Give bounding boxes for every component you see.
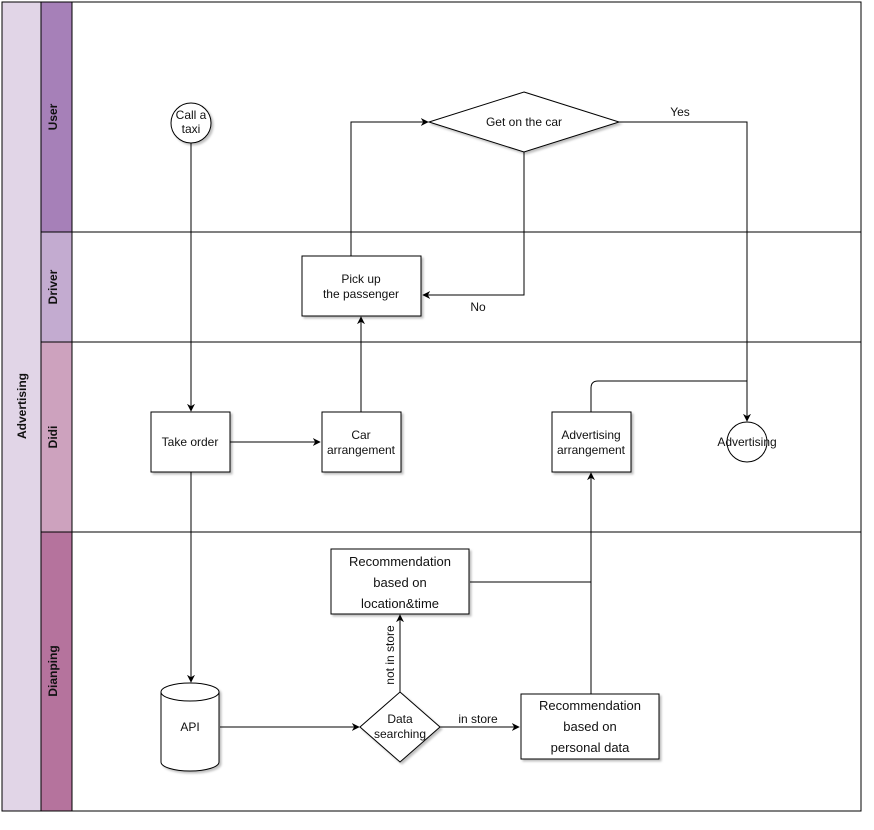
svg-text:API: API bbox=[180, 720, 199, 734]
node-advertising-end: Advertising bbox=[717, 421, 777, 463]
edge-get-on-car-no bbox=[422, 152, 525, 299]
node-call-taxi: Call a taxi bbox=[170, 102, 212, 144]
node-get-on-car: Get on the car bbox=[427, 91, 621, 153]
svg-text:the passenger: the passenger bbox=[323, 287, 399, 301]
svg-text:Car: Car bbox=[351, 428, 370, 442]
svg-text:Get on the car: Get on the car bbox=[486, 115, 562, 129]
svg-text:Advertising: Advertising bbox=[717, 435, 776, 449]
svg-text:taxi: taxi bbox=[182, 122, 201, 136]
edge-ad-arrangement-to-yes-line bbox=[590, 380, 747, 412]
node-pick-up: Pick up the passenger bbox=[301, 255, 422, 317]
lane-body-driver bbox=[71, 231, 862, 343]
edge-label-yes: Yes bbox=[670, 105, 690, 119]
node-take-order: Take order bbox=[150, 411, 231, 473]
svg-text:location&time: location&time bbox=[361, 596, 439, 611]
edge-label-no: No bbox=[470, 300, 486, 314]
lane-header-user bbox=[40, 1, 73, 233]
pool-label: Advertising bbox=[15, 373, 29, 439]
svg-text:Recommendation: Recommendation bbox=[349, 554, 451, 569]
node-data-searching: Data searching bbox=[359, 691, 441, 763]
svg-text:Take order: Take order bbox=[162, 435, 219, 449]
svg-text:Data: Data bbox=[387, 712, 413, 726]
edge-label-not-in-store: not in store bbox=[383, 625, 397, 685]
svg-text:Advertising: Advertising bbox=[561, 428, 620, 442]
svg-text:arrangement: arrangement bbox=[327, 443, 396, 457]
node-rec-personal: Recommendation based on personal data bbox=[520, 693, 660, 760]
lane-label-driver: Driver bbox=[46, 269, 60, 304]
lane-label-didi: Didi bbox=[46, 426, 60, 449]
lane-header-dianping bbox=[40, 531, 73, 812]
svg-text:arrangement: arrangement bbox=[557, 443, 626, 457]
node-ad-arrangement: Advertising arrangement bbox=[551, 411, 632, 473]
node-car-arrangement: Car arrangement bbox=[321, 411, 402, 473]
svg-text:based on: based on bbox=[563, 719, 617, 734]
lane-label-user: User bbox=[46, 103, 60, 130]
lane-header-driver bbox=[40, 231, 73, 343]
edge-get-on-car-yes bbox=[619, 121, 751, 422]
edge-label-in-store: in store bbox=[458, 712, 498, 726]
lane-label-dianping: Dianping bbox=[46, 645, 60, 696]
svg-text:based on: based on bbox=[373, 575, 427, 590]
svg-text:Call a: Call a bbox=[176, 108, 207, 122]
pool-header bbox=[1, 1, 42, 812]
svg-text:searching: searching bbox=[374, 727, 426, 741]
svg-text:Recommendation: Recommendation bbox=[539, 698, 641, 713]
node-rec-location: Recommendation based on location&time bbox=[330, 548, 470, 615]
node-api: API bbox=[160, 682, 220, 772]
svg-text:Pick up: Pick up bbox=[341, 272, 381, 286]
edge-pickup-to-get-on-car bbox=[350, 118, 429, 256]
svg-text:personal data: personal data bbox=[551, 740, 631, 755]
